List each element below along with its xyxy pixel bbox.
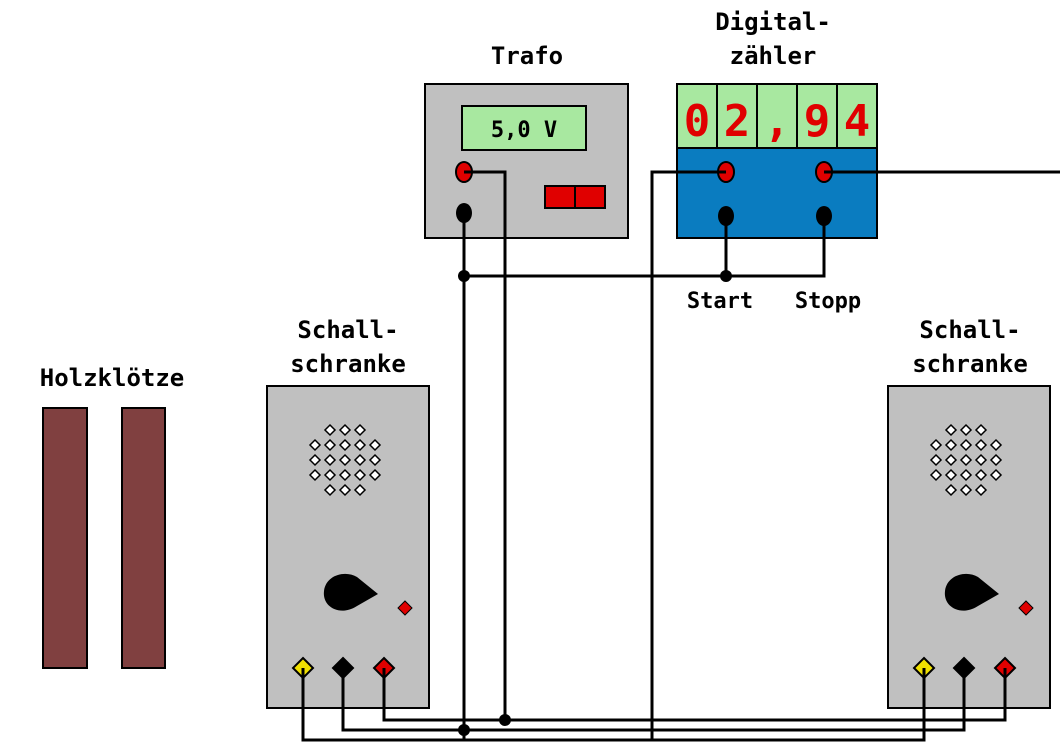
grill-hole <box>353 483 367 497</box>
barrier-right-housing <box>887 385 1051 709</box>
grill-hole <box>338 438 352 452</box>
grill-hole <box>308 453 322 467</box>
grill-hole <box>338 483 352 497</box>
wire-barrier-left-signal <box>301 668 652 742</box>
counter-digit: 9 <box>804 96 831 147</box>
wiring <box>301 170 1060 742</box>
counter-digit: 4 <box>844 96 871 147</box>
counter-decimal-comma: , <box>764 96 791 147</box>
grill-hole <box>353 423 367 437</box>
barrier-left-speaker-grill <box>308 423 382 497</box>
wood-block-left <box>42 407 88 669</box>
grill-hole <box>353 438 367 452</box>
grill-hole <box>989 453 1003 467</box>
grill-hole <box>368 438 382 452</box>
grill-hole <box>308 468 322 482</box>
grill-hole <box>974 423 988 437</box>
counter-display <box>676 83 878 149</box>
wire-barrier-left-ground <box>341 668 464 732</box>
grill-hole <box>974 438 988 452</box>
grill-hole <box>353 453 367 467</box>
grill-hole <box>368 468 382 482</box>
barrier-right-title-line1: Schall- <box>919 316 1020 344</box>
grill-hole <box>944 468 958 482</box>
grill-hole <box>959 468 973 482</box>
wire-barrier-right-ground <box>464 668 966 732</box>
grill-hole <box>944 423 958 437</box>
counter-housing <box>676 147 878 239</box>
start-label: Start <box>687 289 753 314</box>
barrier-right-speaker-grill <box>929 423 1003 497</box>
grill-hole <box>959 438 973 452</box>
barrier-right-indicator-led <box>1018 600 1034 616</box>
barrier-left-indicator-led <box>397 600 413 616</box>
trafo-title: Trafo <box>491 42 563 70</box>
counter-title-line1: Digital- <box>715 8 831 36</box>
grill-hole <box>323 468 337 482</box>
grill-hole <box>338 468 352 482</box>
junction-dot <box>458 270 470 282</box>
grill-hole <box>944 438 958 452</box>
blocks-label: Holzklötze <box>40 364 185 392</box>
grill-hole <box>338 453 352 467</box>
grill-hole <box>974 483 988 497</box>
grill-hole <box>989 468 1003 482</box>
junction-dot <box>458 724 470 736</box>
wire-ground-counter-stop <box>464 216 826 278</box>
barrier-left-microphone <box>323 573 378 611</box>
grill-hole <box>959 423 973 437</box>
trafo-display <box>461 105 587 151</box>
counter-digit: 0 <box>684 96 711 147</box>
grill-hole <box>974 453 988 467</box>
wire-barrier-right-signal <box>652 668 926 742</box>
barrier-left-title-line1: Schall- <box>297 316 398 344</box>
junction-dot <box>499 714 511 726</box>
barrier-left-housing <box>266 385 430 709</box>
wood-block-right <box>121 407 166 669</box>
grill-hole <box>959 483 973 497</box>
junction-dot <box>720 270 732 282</box>
stop-label: Stopp <box>795 289 861 314</box>
grill-hole <box>338 423 352 437</box>
grill-hole <box>323 483 337 497</box>
wire-trafo-positive <box>464 170 507 720</box>
grill-hole <box>308 438 322 452</box>
grill-hole <box>959 453 973 467</box>
grill-hole <box>974 468 988 482</box>
grill-hole <box>929 453 943 467</box>
grill-hole <box>323 438 337 452</box>
grill-hole <box>944 483 958 497</box>
wire-barrier-left-supply <box>382 668 505 722</box>
wire-barrier-right-supply <box>505 668 1007 722</box>
grill-hole <box>929 468 943 482</box>
grill-hole <box>989 438 1003 452</box>
grill-hole <box>323 453 337 467</box>
grill-hole <box>368 453 382 467</box>
trafo-display-value: 5,0 V <box>491 118 557 143</box>
grill-hole <box>323 423 337 437</box>
grill-hole <box>929 438 943 452</box>
barrier-left-title-line2: schranke <box>290 350 406 378</box>
counter-title-line2: zähler <box>730 42 817 70</box>
barrier-right-microphone <box>944 573 999 611</box>
grill-hole <box>353 468 367 482</box>
wire-counter-start <box>650 170 726 740</box>
barrier-right-title-line2: schranke <box>912 350 1028 378</box>
grill-hole <box>944 453 958 467</box>
counter-digit: 2 <box>724 96 751 147</box>
